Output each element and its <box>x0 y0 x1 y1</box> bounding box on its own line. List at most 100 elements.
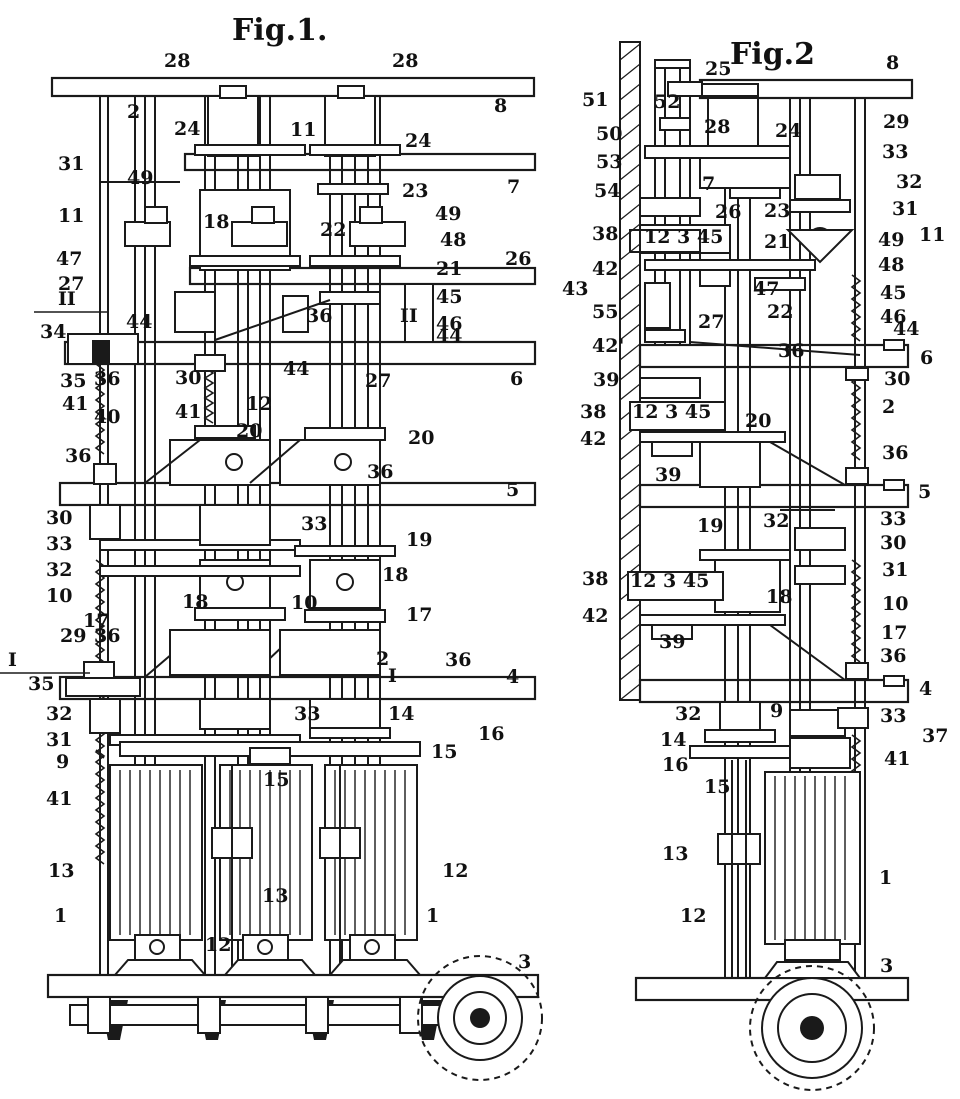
reference-numeral-44: 44 <box>893 318 919 340</box>
reference-numeral-49: 49 <box>127 167 153 189</box>
reference-numeral-23: 23 <box>402 180 428 202</box>
reference-numeral-37: 37 <box>922 725 948 747</box>
reference-numeral-7: 7 <box>507 176 520 198</box>
reference-numeral-1: 1 <box>54 905 67 927</box>
reference-numeral-11: 11 <box>290 119 316 141</box>
reference-numeral-4: 4 <box>506 666 519 688</box>
reference-numeral-35: 35 <box>28 673 54 695</box>
plate-26 <box>188 266 537 286</box>
fig1-bevel-gears <box>100 959 442 1040</box>
reference-numeral-46: 46 <box>436 313 462 335</box>
fig1-lower-gears <box>109 698 421 765</box>
reference-numeral-39: 39 <box>655 464 681 486</box>
fig2-plate-5 <box>638 483 910 509</box>
reference-numeral-40: 40 <box>94 406 120 428</box>
reference-numeral-44: 44 <box>126 311 152 333</box>
reference-numeral-6: 6 <box>920 347 933 369</box>
reference-numeral-5: 5 <box>506 479 519 501</box>
reference-numeral-21: 21 <box>436 258 462 280</box>
reference-numeral-12: 12 <box>680 905 706 927</box>
reference-numeral-32: 32 <box>896 171 922 193</box>
reference-numeral-3: 3 <box>880 955 893 977</box>
reference-numeral-13: 13 <box>262 885 288 907</box>
reference-numeral-48: 48 <box>440 229 466 251</box>
reference-numeral-55: 55 <box>592 301 618 323</box>
reference-numeral-32: 32 <box>46 559 72 581</box>
plate-8 <box>50 76 536 98</box>
reference-numeral-42: 42 <box>582 605 608 627</box>
reference-numeral-47: 47 <box>753 278 779 300</box>
reference-numeral-3: 3 <box>518 951 531 973</box>
reference-numeral-31: 31 <box>882 559 908 581</box>
reference-numeral-42: 42 <box>592 258 618 280</box>
reference-numeral-54: 54 <box>594 180 620 202</box>
reference-numeral-24: 24 <box>405 130 431 152</box>
reference-numeral-28: 28 <box>164 50 190 72</box>
reference-numeral-36: 36 <box>94 625 120 647</box>
reference-numeral-32: 32 <box>763 510 789 532</box>
reference-numeral-27: 27 <box>365 370 391 392</box>
reference-numeral-13: 13 <box>48 860 74 882</box>
reference-numeral-15: 15 <box>263 769 289 791</box>
reference-numeral-11: 11 <box>58 205 84 227</box>
reference-numeral-18: 18 <box>766 586 792 608</box>
reference-numeral-33: 33 <box>882 141 908 163</box>
reference-numeral-10: 10 <box>46 585 72 607</box>
reference-numeral-49: 49 <box>435 203 461 225</box>
reference-numeral-30: 30 <box>884 368 910 390</box>
reference-numeral-30: 30 <box>46 507 72 529</box>
fig2-plate-4 <box>638 678 910 704</box>
reference-numeral-16: 16 <box>478 723 504 745</box>
reference-numeral-33: 33 <box>880 705 906 727</box>
reference-numeral-31: 31 <box>58 153 84 175</box>
fig2-drum <box>763 771 862 979</box>
reference-numeral-43: 43 <box>562 278 588 300</box>
reference-numeral-II: II <box>400 305 418 327</box>
reference-numeral-31: 31 <box>892 198 918 220</box>
reference-numeral-8: 8 <box>494 95 507 117</box>
fig2-lower-gears <box>689 701 869 769</box>
reference-numeral-36: 36 <box>94 368 120 390</box>
reference-numeral-19: 19 <box>406 529 432 551</box>
figure-2-title: Fig.2 <box>730 37 815 72</box>
reference-numeral-31: 31 <box>46 729 72 751</box>
reference-numeral-33: 33 <box>301 513 327 535</box>
reference-numeral-13: 13 <box>662 843 688 865</box>
reference-numeral-32: 32 <box>46 703 72 725</box>
reference-numeral-17: 17 <box>83 610 109 632</box>
plate-4 <box>58 675 537 701</box>
reference-numeral-28: 28 <box>704 116 730 138</box>
reference-numeral-18: 18 <box>182 591 208 613</box>
reference-numeral-9: 9 <box>56 751 69 773</box>
fig1-upper-mechanism <box>100 144 434 343</box>
fig2-middle-mechanism <box>627 229 846 681</box>
reference-numeral-6: 6 <box>510 368 523 390</box>
reference-numeral-10: 10 <box>291 592 317 614</box>
reference-numeral-44: 44 <box>436 325 462 347</box>
reference-numeral-25: 25 <box>705 58 731 80</box>
reference-numeral-2: 2 <box>882 396 895 418</box>
reference-numeral-5: 5 <box>918 481 931 503</box>
dial-numerals-12345: 12 3 45 <box>644 226 723 248</box>
reference-numeral-52: 52 <box>654 91 680 113</box>
fig1-drums <box>109 764 418 961</box>
reference-numeral-41: 41 <box>62 393 88 415</box>
reference-numeral-36: 36 <box>65 445 91 467</box>
reference-numeral-9: 9 <box>770 700 783 722</box>
reference-numeral-47: 47 <box>56 248 82 270</box>
reference-numeral-50: 50 <box>596 123 622 145</box>
reference-numeral-36: 36 <box>880 645 906 667</box>
reference-numeral-27: 27 <box>58 273 84 295</box>
reference-numeral-8: 8 <box>886 52 899 74</box>
reference-numeral-36: 36 <box>778 340 804 362</box>
reference-numeral-38: 38 <box>580 401 606 423</box>
reference-numeral-42: 42 <box>580 428 606 450</box>
reference-numeral-1: 1 <box>426 905 439 927</box>
reference-numeral-23: 23 <box>764 200 790 222</box>
reference-numeral-44: 44 <box>283 358 309 380</box>
reference-numeral-53: 53 <box>596 151 622 173</box>
reference-numeral-30: 30 <box>880 532 906 554</box>
reference-numeral-33: 33 <box>46 533 72 555</box>
